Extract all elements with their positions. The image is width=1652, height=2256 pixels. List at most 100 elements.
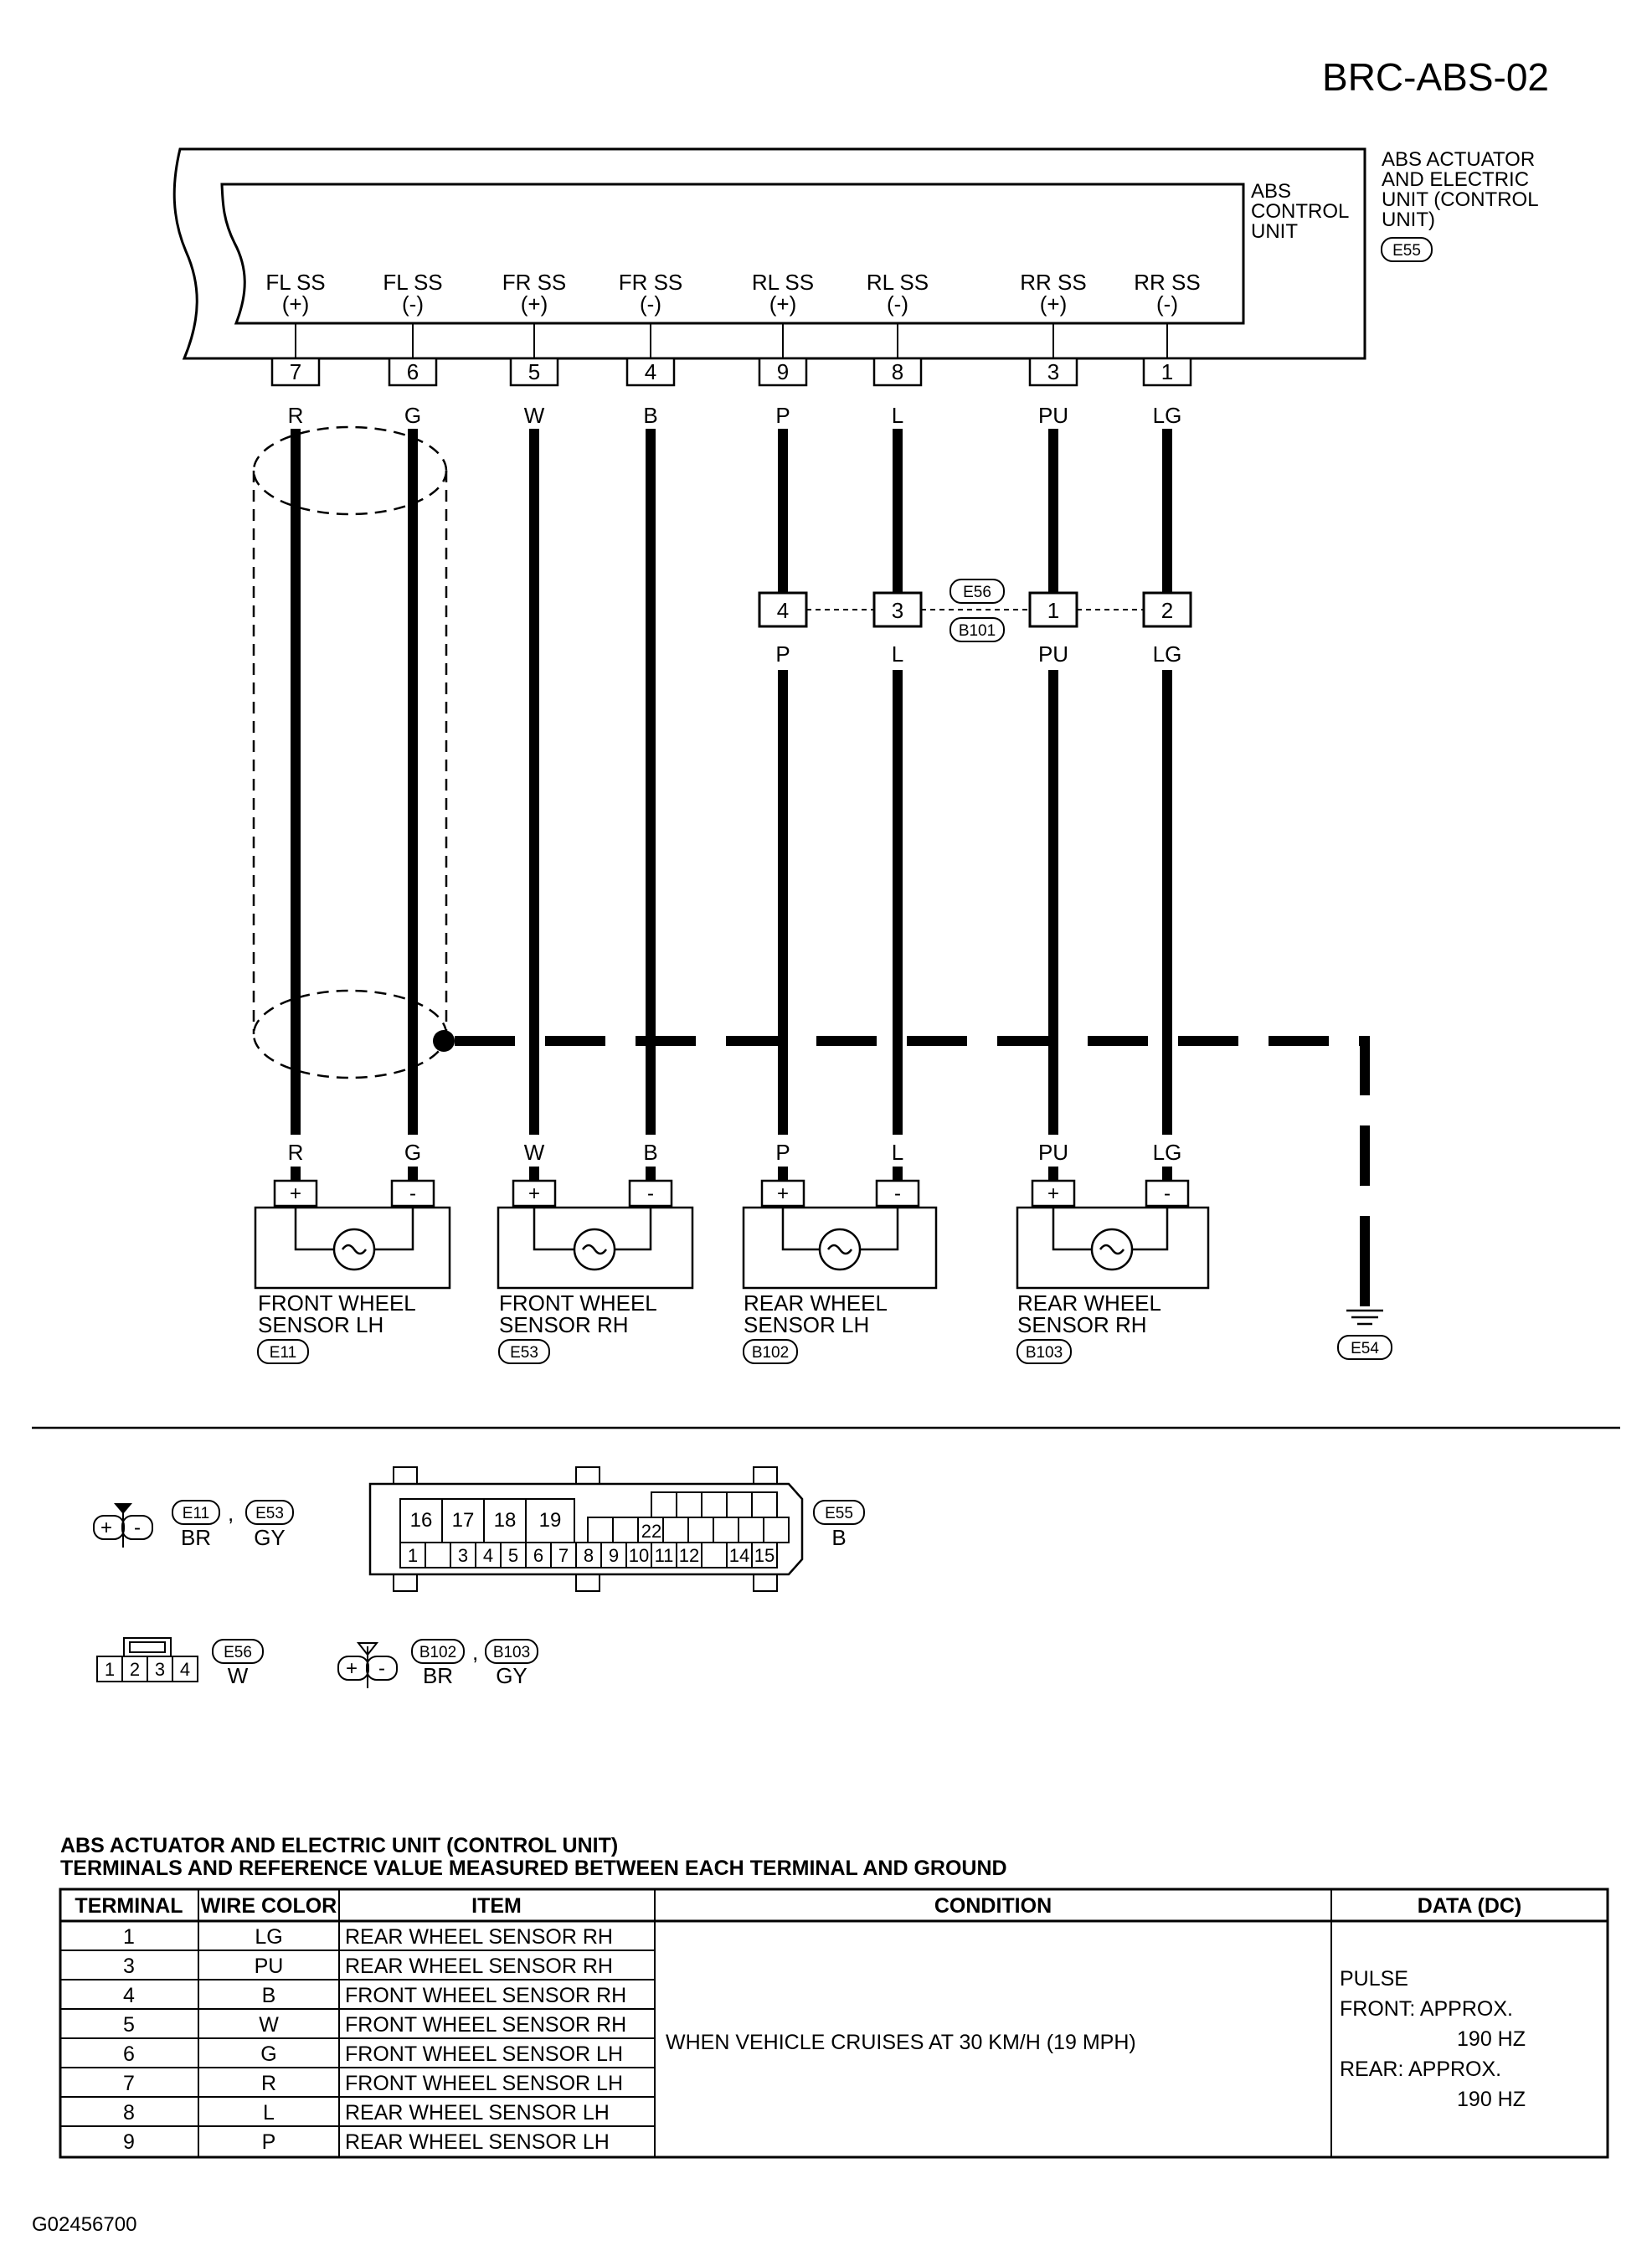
cell-terminal: 9	[123, 2130, 135, 2154]
sensor-connector-code: B103	[1026, 1344, 1063, 1362]
terminal-name: RL SS	[867, 270, 929, 295]
e55-pin: 18	[494, 1509, 517, 1532]
terminal-pin-box	[758, 357, 808, 387]
sensor-body	[254, 1206, 451, 1290]
svg-text:+: +	[290, 1182, 301, 1205]
front-wheel-sensor-lh: + - FRONT WHEEL SENSOR LH E11	[254, 1179, 451, 1364]
sensor-wire-color: G	[404, 1140, 421, 1165]
junction-wire-color: LG	[1153, 641, 1182, 667]
control-unit-box	[220, 183, 1245, 325]
terminal-pin-box	[388, 357, 438, 387]
connector-code: E56	[224, 1644, 252, 1661]
terminal-wire-color: R	[288, 403, 304, 428]
svg-text:-: -	[1164, 1182, 1171, 1205]
cell-terminal: 1	[123, 1925, 135, 1949]
junction-pin: 1	[1047, 598, 1059, 623]
ground-connector-code: E54	[1351, 1340, 1379, 1357]
ground-connector-badge	[1337, 1335, 1392, 1360]
e55-pin: 15	[754, 1545, 775, 1566]
terminal-polarity: (+)	[769, 291, 797, 317]
ground-symbol	[1346, 1309, 1383, 1326]
sensor-connector-code: E11	[270, 1344, 296, 1362]
rear-wheel-sensor-lh: + - REAR WHEEL SENSOR LH B102	[742, 1179, 938, 1364]
front-wheel-sensor-rh: + - FRONT WHEEL SENSOR RH E53	[497, 1179, 694, 1364]
e55-pin: 8	[584, 1545, 594, 1566]
junction-pin: 2	[1161, 598, 1173, 623]
terminal-column-8: RR SS (-) 1 LG	[1134, 270, 1200, 428]
cell-data-4: REAR: APPROX.	[1340, 2058, 1501, 2081]
connector-view-e55: 16 17 18 19 22 1 3 4	[368, 1466, 865, 1592]
sensor-wire-color: PU	[1038, 1140, 1068, 1165]
e55-pin: 6	[533, 1545, 543, 1566]
svg-text:+: +	[100, 1517, 112, 1539]
e55-pin: 9	[609, 1545, 619, 1566]
connector-code: B103	[493, 1644, 530, 1661]
sensor-wire-color: R	[288, 1140, 304, 1165]
table-header-condition: CONDITION	[934, 1894, 1052, 1918]
sensor-label-2: SENSOR RH	[1017, 1312, 1147, 1337]
junction-pin-box	[872, 591, 923, 628]
junction-code-badge	[950, 579, 1005, 604]
cell-terminal: 4	[123, 1984, 135, 2007]
junction-code-1: E56	[963, 584, 991, 601]
terminal-wire-color: L	[892, 403, 903, 428]
connector-color: BR	[181, 1525, 211, 1550]
terminal-polarity: (-)	[1156, 291, 1178, 317]
terminal-name: RL SS	[752, 270, 814, 295]
svg-text:-: -	[647, 1182, 654, 1205]
figure-id: G02456700	[32, 2213, 136, 2236]
sensor-wire-color: L	[892, 1140, 903, 1165]
e55-pin: 5	[508, 1545, 518, 1566]
terminal-polarity: (-)	[402, 291, 424, 317]
sensor-body	[742, 1206, 938, 1290]
terminal-column-6: RL SS (-) 8 L	[867, 270, 929, 428]
svg-text:-: -	[894, 1182, 901, 1205]
terminal-pin-box	[1142, 357, 1192, 387]
actuator-unit-box	[172, 147, 1366, 360]
table-row: 3 PU REAR WHEEL SENSOR RH	[123, 1955, 613, 1978]
control-unit-label-1: ABS	[1251, 180, 1291, 203]
junction-wire-color: P	[775, 641, 790, 667]
cell-terminal: 3	[123, 1955, 135, 1978]
e56-pin: 3	[155, 1659, 165, 1680]
terminal-polarity: (+)	[521, 291, 548, 317]
e55-pin: 1	[408, 1545, 418, 1566]
control-unit-label-3: UNIT	[1251, 220, 1298, 243]
cell-item: FRONT WHEEL SENSOR RH	[345, 1984, 626, 2007]
terminal-name: FL SS	[383, 270, 442, 295]
actuator-label-3: UNIT (CONTROL	[1382, 188, 1539, 211]
sensor-wire-color: B	[643, 1140, 657, 1165]
terminal-name: FR SS	[619, 270, 683, 295]
svg-text:+: +	[1047, 1182, 1059, 1205]
junction-pin: 4	[777, 598, 789, 623]
junction-connector: 4 3 1 2 E56 B101 P L PU LG	[758, 579, 1192, 667]
junction-pin-box	[1142, 591, 1192, 628]
connector-color: W	[228, 1663, 249, 1688]
sensor-label-2: SENSOR LH	[744, 1312, 869, 1337]
cell-data-3: 190 HZ	[1457, 2027, 1526, 2051]
sensor-label-2: SENSOR LH	[258, 1312, 383, 1337]
terminal-pin: 5	[528, 359, 540, 384]
table-title-1: ABS ACTUATOR AND ELECTRIC UNIT (CONTROL …	[60, 1834, 618, 1857]
sensor-connector-code: B102	[752, 1344, 789, 1362]
table-header-terminal: TERMINAL	[75, 1894, 183, 1918]
actuator-label-4: UNIT)	[1382, 209, 1435, 231]
actuator-connector-badge	[1381, 237, 1433, 262]
table-header-item: ITEM	[471, 1894, 522, 1918]
junction-wire-color: PU	[1038, 641, 1068, 667]
svg-text:+: +	[528, 1182, 540, 1205]
sensor-label-1: FRONT WHEEL	[258, 1290, 416, 1316]
terminal-pin: 3	[1047, 359, 1059, 384]
terminal-pin-box	[1028, 357, 1078, 387]
cell-terminal: 6	[123, 2042, 135, 2066]
terminal-column-3: FR SS (+) 5 W	[502, 270, 567, 428]
terminal-column-2: FL SS (-) 6 G	[383, 270, 442, 428]
junction-code-2: B101	[959, 622, 996, 640]
table-row: 9 P REAR WHEEL SENSOR LH	[123, 2130, 610, 2154]
cell-item: FRONT WHEEL SENSOR RH	[345, 2013, 626, 2037]
e55-pin: 22	[641, 1521, 661, 1542]
sensor-wire-color: P	[775, 1140, 790, 1165]
svg-text:,: ,	[472, 1640, 478, 1665]
connector-view-e56: 1 2 3 4 E56 W	[96, 1637, 264, 1688]
